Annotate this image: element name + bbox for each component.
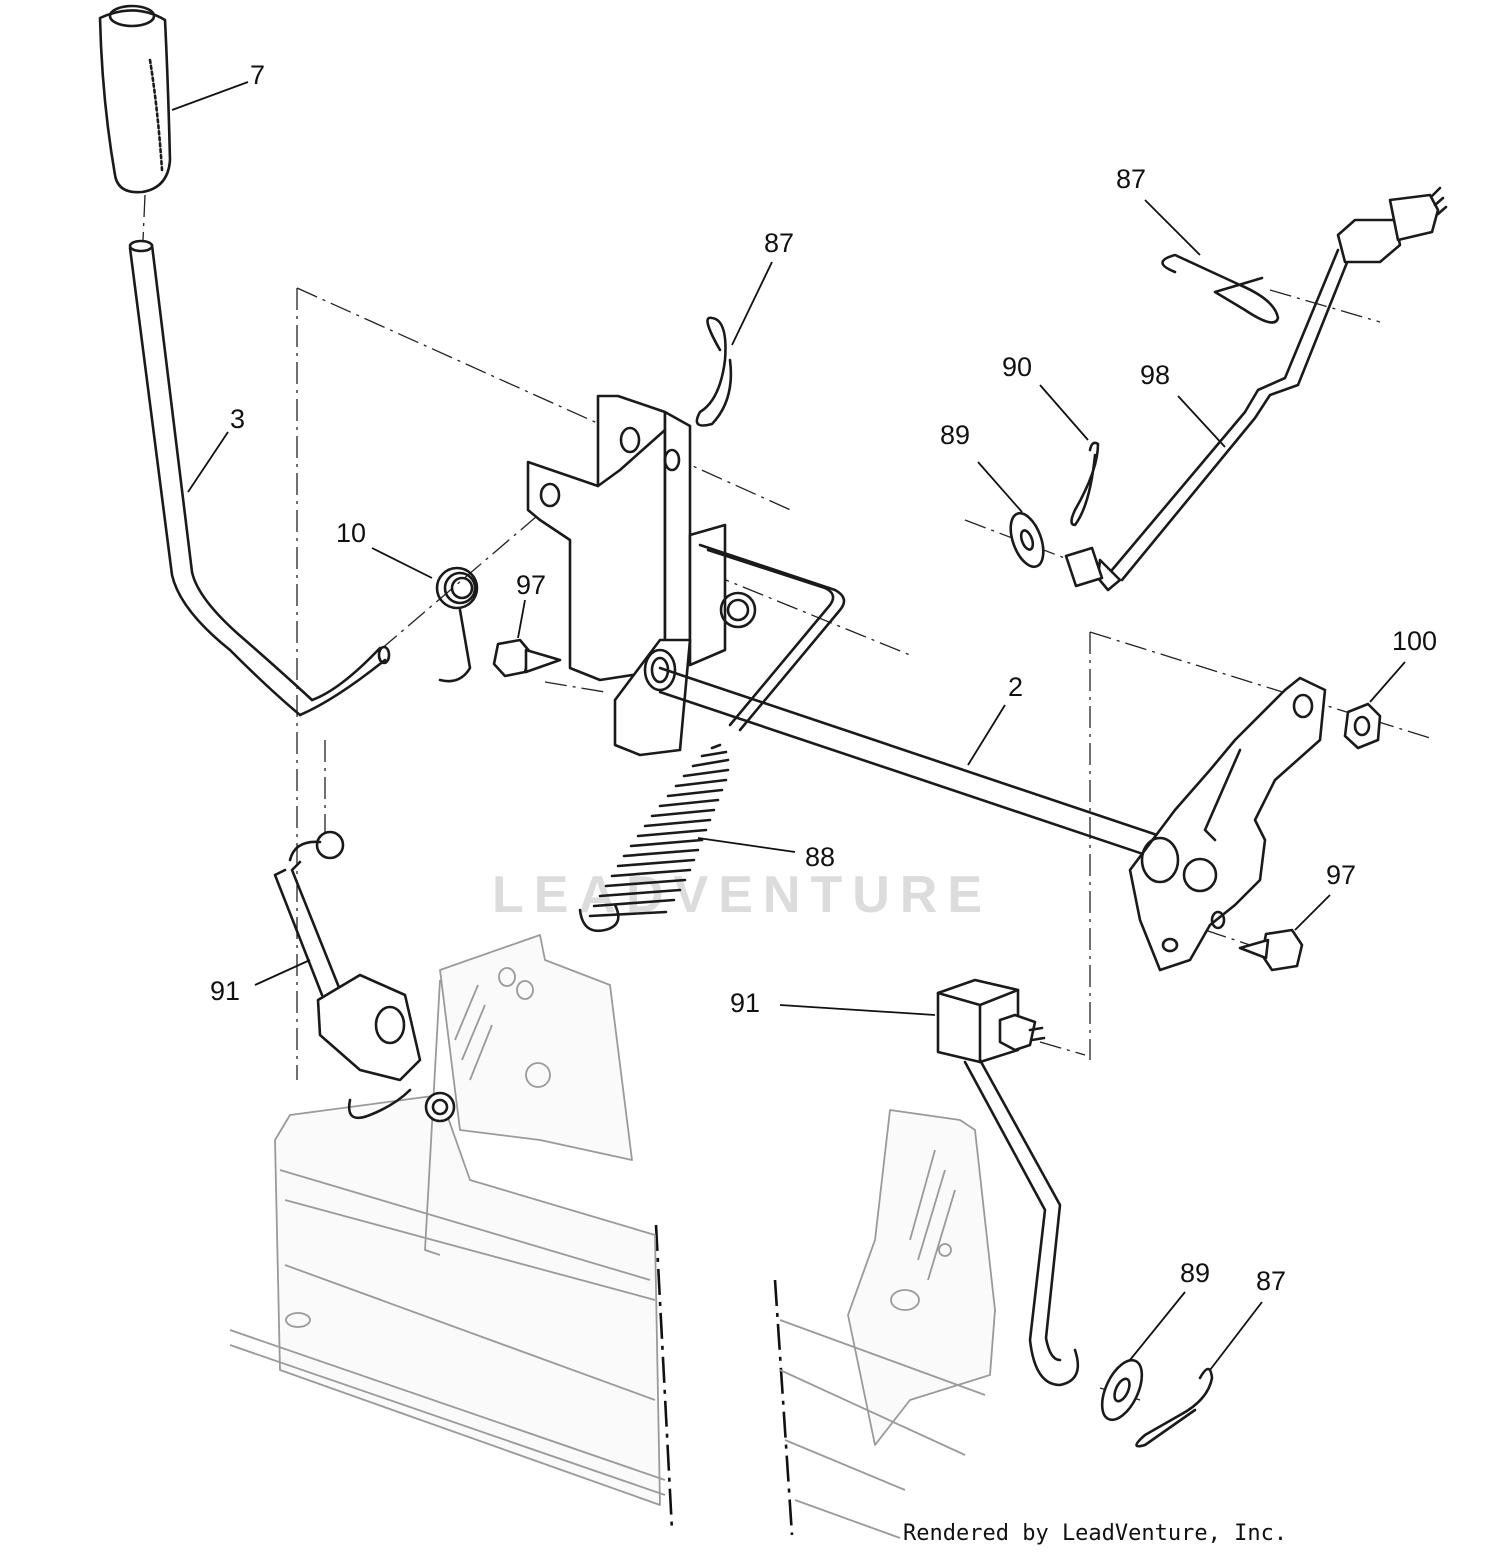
lift-lever <box>128 239 391 717</box>
callout-88: 88 <box>805 842 835 872</box>
extension-spring <box>578 743 730 933</box>
callout-10: 10 <box>336 518 366 548</box>
hairpin-clip-mid <box>1070 441 1100 527</box>
callout-91-left: 91 <box>210 976 240 1006</box>
bolt-left <box>492 638 562 678</box>
callout-89-upper: 89 <box>940 420 970 450</box>
leader-lines <box>171 81 1406 1371</box>
handle-grip <box>98 4 172 194</box>
hex-nut <box>1343 702 1382 750</box>
lift-link-left <box>273 830 456 1123</box>
credit-text: Rendered by LeadVenture, Inc. <box>903 1521 1287 1546</box>
callout-91-right: 91 <box>730 988 760 1018</box>
callout-97-left: 97 <box>516 570 546 600</box>
callout-87-right: 87 <box>1116 164 1146 194</box>
clevis-pin <box>1064 546 1104 588</box>
right-deck-ghost <box>779 1109 996 1539</box>
right-lift-arm <box>1128 676 1327 972</box>
main-bracket <box>526 394 757 757</box>
left-deck-ghost <box>229 934 666 1506</box>
callout-89-lower: 89 <box>1180 1258 1210 1288</box>
callout-98: 98 <box>1140 360 1170 390</box>
watermark-text: LEADVENTURE <box>492 866 992 924</box>
hairpin-clip-bottom <box>1135 1367 1214 1448</box>
hairpin-clip-right <box>1161 253 1280 324</box>
lift-shaft <box>658 666 1162 860</box>
callout-labels: 7 3 10 97 87 87 90 89 98 100 2 88 97 91 … <box>210 60 1437 1296</box>
callout-87-bottom: 87 <box>1256 1266 1286 1296</box>
callout-87-top: 87 <box>764 228 794 258</box>
callout-97-right: 97 <box>1326 860 1356 890</box>
callout-100: 100 <box>1392 626 1437 656</box>
washer-upper <box>1009 511 1045 569</box>
spring-link-wire <box>698 543 846 732</box>
washer-lower <box>1100 1358 1144 1422</box>
adjust-rod <box>1096 186 1448 592</box>
hairpin-clip-top <box>695 316 733 427</box>
callout-7: 7 <box>250 60 265 90</box>
callout-90: 90 <box>1002 352 1032 382</box>
callout-2: 2 <box>1008 672 1023 702</box>
torsion-spring <box>435 566 479 683</box>
callout-3: 3 <box>230 404 245 434</box>
bolt-right <box>1238 928 1304 972</box>
lift-link-right <box>963 1058 1080 1387</box>
assembly-lines <box>142 194 1431 1536</box>
trunnion-right <box>936 978 1046 1064</box>
